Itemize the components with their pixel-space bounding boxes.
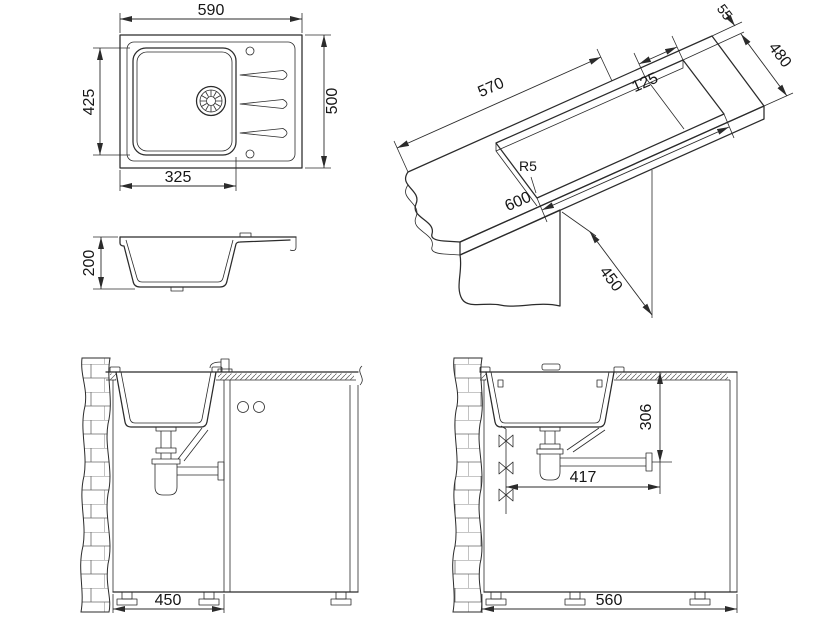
plan-bowl-width-dim-label: 325 xyxy=(165,169,192,186)
brick-wall xyxy=(452,357,483,613)
install-front-view: 450 xyxy=(80,357,363,613)
feet xyxy=(116,591,352,606)
dim-overall-width: 590 xyxy=(119,2,303,33)
dim-trap-offset: 417 xyxy=(506,462,661,494)
tap xyxy=(209,358,233,373)
mounting-clip xyxy=(596,379,603,388)
dim-drainer-ledge: 125 xyxy=(630,35,684,96)
cabinet-divider xyxy=(223,380,231,592)
wall-drain-stack xyxy=(498,425,514,514)
drainer-divider-line xyxy=(644,76,685,130)
plan-depth-dim-label: 500 xyxy=(324,88,341,115)
side-560-dim-label: 560 xyxy=(596,592,623,609)
iso-55-dim-label: 55 xyxy=(714,1,736,23)
feet xyxy=(485,591,711,606)
cabinet-cross-section xyxy=(458,209,561,307)
tap-boss xyxy=(239,232,252,237)
perspective-view: 570 125 55 480 600 450 R5 xyxy=(393,1,795,318)
sink-bowl-section xyxy=(479,363,625,428)
drain-strainer xyxy=(195,85,227,117)
cabinet xyxy=(105,365,363,593)
side-417-dim-label: 417 xyxy=(570,469,597,486)
dim-bowl-depth: 200 xyxy=(81,236,135,290)
dim-bowl-width: 325 xyxy=(119,157,237,191)
section-200-dim-label: 200 xyxy=(81,250,98,277)
dim-cutout-depth: 450 xyxy=(561,170,653,318)
side-306-dim-label: 306 xyxy=(638,404,655,431)
brick-wall xyxy=(80,357,111,613)
iso-480-dim-label: 480 xyxy=(765,40,795,72)
tap-hole-bottom xyxy=(245,149,255,159)
drain-bell xyxy=(217,461,225,481)
corner-radius-callout: R5 xyxy=(519,158,537,194)
dim-cabinet-width: 560 xyxy=(481,592,738,613)
sink-outline xyxy=(119,34,303,169)
siphon-trap xyxy=(536,426,653,481)
drainer-grooves xyxy=(239,70,288,138)
iso-radius-label: R5 xyxy=(519,158,537,174)
overflow-pipe xyxy=(566,427,606,453)
dim-overall-depth: 500 xyxy=(305,34,341,169)
dim-trap-height: 306 xyxy=(638,372,672,463)
counter-break-line xyxy=(359,365,363,386)
iso-570-dim-label: 570 xyxy=(476,75,507,101)
tap-hole-cover xyxy=(541,363,561,371)
worktop-slab xyxy=(405,35,765,307)
vent-hole xyxy=(237,401,249,413)
cabinet xyxy=(479,371,738,593)
mounting-clip xyxy=(497,379,504,388)
install-side-view: 306 417 560 xyxy=(452,357,738,613)
overflow-pipe xyxy=(177,427,209,462)
drain-bell xyxy=(645,452,653,472)
iso-450-dim-label: 450 xyxy=(596,264,626,296)
sink-bowl-section xyxy=(109,366,223,428)
plan-bowl-length-dim-label: 425 xyxy=(81,89,98,116)
dim-bowl-length: 425 xyxy=(81,47,130,156)
drain-stub xyxy=(170,287,184,292)
dim-cutout-length-inner: 570 xyxy=(393,48,613,173)
section-profile xyxy=(119,232,297,292)
siphon-trap xyxy=(151,426,225,496)
dim-min-cabinet-width: 450 xyxy=(112,592,225,613)
tap-hole-top xyxy=(245,46,255,56)
front-450-dim-label: 450 xyxy=(155,592,182,609)
top-view: 590 500 425 325 xyxy=(81,2,341,191)
section-view: 200 xyxy=(81,232,297,292)
plan-width-dim-label: 590 xyxy=(198,2,225,19)
vent-hole xyxy=(253,401,265,413)
dim-back-ledge: 55 xyxy=(682,1,794,107)
